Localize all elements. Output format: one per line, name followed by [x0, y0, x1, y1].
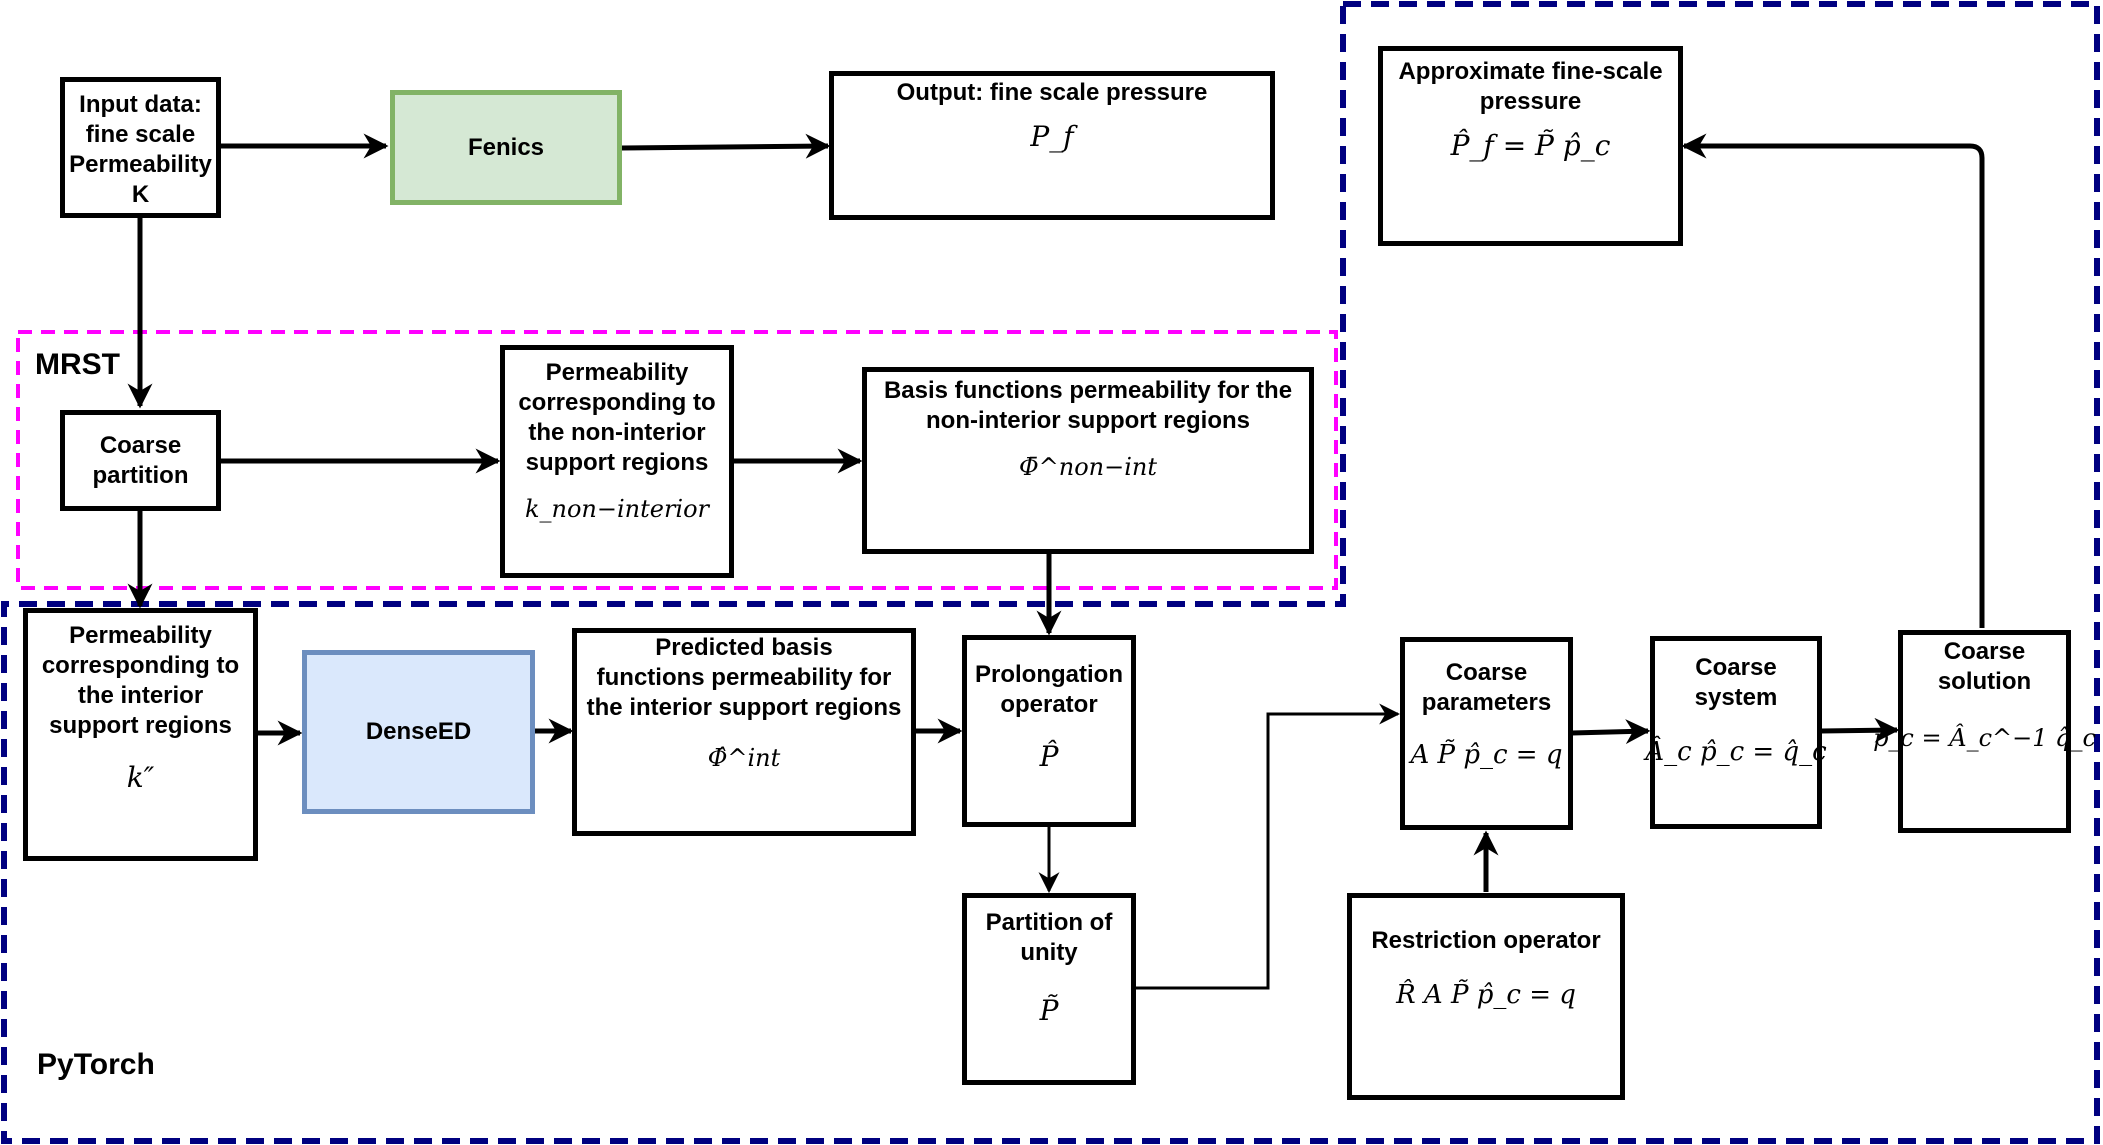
coarse-system-box: Coarse system Â_c p̂_c = q̂_c	[1645, 636, 1827, 829]
edge-solution-approx	[1681, 133, 1985, 628]
predicted-basis-box: Predicted basis functions permeability f…	[572, 628, 916, 836]
basis-noninterior-formula: Φ̄^non−int	[1018, 453, 1158, 481]
prolongation-box: Prolongation operator P̂	[962, 635, 1136, 827]
edge-fenics-output	[620, 133, 831, 159]
predicted-basis-title: Predicted basis functions permeability f…	[586, 634, 902, 721]
coarse-system-title: Coarse system	[1694, 654, 1778, 711]
prolongation-title: Prolongation operator	[975, 661, 1123, 718]
prolongation-formula: P̂	[1039, 740, 1059, 773]
coarse-partition-title: Coarse partition	[92, 431, 189, 489]
perm-noninterior-box: Permeability corresponding to the non-in…	[500, 345, 734, 578]
restriction-formula: R̂ A P̃ p̂_c = q	[1396, 980, 1576, 1010]
restriction-title: Restriction operator	[1371, 927, 1601, 954]
perm-interior-box: Permeability corresponding to the interi…	[23, 608, 258, 861]
coarse-params-title: Coarse parameters	[1421, 659, 1552, 716]
edge-system-solution	[1820, 717, 1900, 743]
partition-unity-formula: P̃	[1039, 994, 1059, 1027]
output-formula: P_f	[1030, 120, 1074, 153]
input-data-title: Input data: fine scale Permeability K	[69, 91, 212, 208]
input-data-box: Input data: fine scale Permeability K	[60, 77, 221, 218]
coarse-params-formula: A P̃ p̂_c = q	[1410, 740, 1563, 770]
denseed-box: DenseED	[302, 650, 535, 814]
edge-coarse-params-system	[1571, 719, 1651, 745]
mrst-region-label: MRST	[35, 348, 120, 381]
output-title: Output: fine scale pressure	[896, 79, 1208, 106]
mrst-region-frame	[16, 330, 1338, 590]
predicted-basis-formula: Φ̂^int	[707, 744, 781, 772]
pytorch-region-label: PyTorch	[37, 1048, 155, 1081]
fenics-box: Fenics	[390, 90, 622, 205]
approx-pressure-title: Approximate fine-scale pressure	[1398, 58, 1663, 115]
fenics-title: Fenics	[467, 133, 545, 161]
coarse-solution-formula: p̂_c = Â_c^−1 q̂_c	[1873, 724, 2096, 752]
coarse-solution-box: Coarse solution p̂_c = Â_c^−1 q̂_c	[1873, 630, 2096, 833]
approx-pressure-formula: P̂_f = P̃ p̂_c	[1450, 129, 1611, 162]
denseed-title: DenseED	[365, 718, 472, 745]
partition-unity-title: Partition of unity	[985, 909, 1113, 966]
edge-partition-unity-coarse-params	[1134, 703, 1401, 990]
coarse-params-box: Coarse parameters A P̃ p̂_c = q	[1400, 637, 1573, 830]
coarse-solution-title: Coarse solution	[1937, 638, 2032, 695]
approx-pressure-box: Approximate fine-scale pressure P̂_f = P…	[1378, 46, 1683, 246]
restriction-box: Restriction operator R̂ A P̃ p̂_c = q	[1347, 893, 1625, 1100]
coarse-partition-box: Coarse partition	[60, 410, 221, 511]
perm-interior-title: Permeability corresponding to the interi…	[41, 622, 240, 739]
perm-noninterior-formula: k_non−interior	[524, 495, 710, 523]
basis-noninterior-box: Basis functions permeability for the non…	[862, 367, 1314, 554]
perm-interior-formula: k″	[126, 761, 155, 794]
partition-unity-box: Partition of unity P̃	[962, 893, 1136, 1085]
coarse-system-formula: Â_c p̂_c = q̂_c	[1645, 737, 1827, 767]
output-box: Output: fine scale pressure P_f	[829, 71, 1275, 220]
perm-noninterior-title: Permeability corresponding to the non-in…	[518, 359, 716, 476]
basis-noninterior-title: Basis functions permeability for the non…	[883, 377, 1293, 434]
